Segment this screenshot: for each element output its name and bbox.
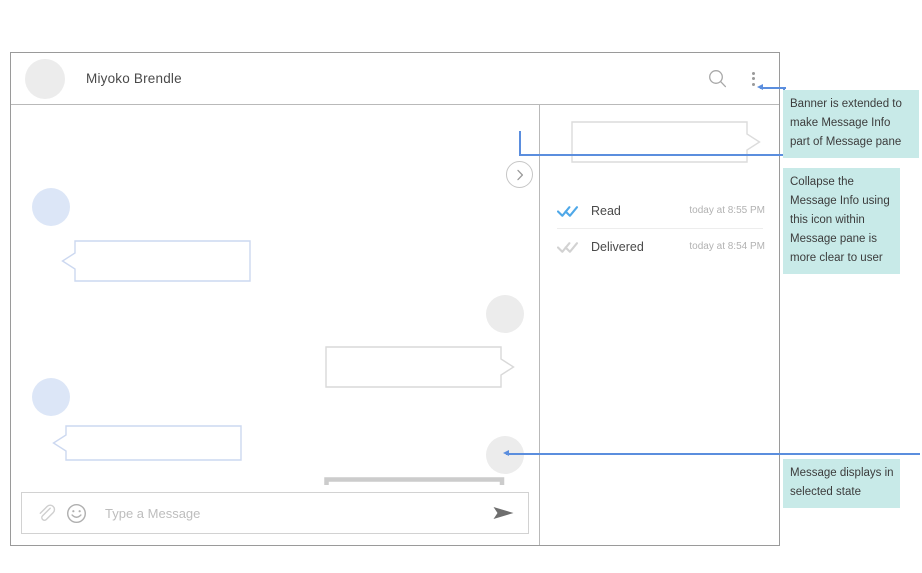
leader-line-collapse-stub: [519, 131, 521, 155]
more-dot: [751, 71, 755, 75]
window-body: Read today at 8:55 PM Delivered today at: [11, 105, 779, 545]
message-info-time: today at 8:55 PM: [689, 205, 765, 216]
message-info-time: today at 8:54 PM: [689, 241, 765, 252]
paperclip-icon[interactable]: [36, 503, 56, 523]
message-list[interactable]: [11, 105, 539, 485]
leader-line-banner: [760, 87, 786, 89]
send-icon[interactable]: [492, 502, 516, 524]
message-composer: [21, 492, 529, 534]
message-info-pane: Read today at 8:55 PM Delivered today at: [541, 105, 779, 545]
message-bubble-outgoing-selected[interactable]: [324, 477, 519, 485]
message-info-preview-bubble[interactable]: [571, 121, 761, 163]
more-dot: [751, 82, 755, 86]
more-vertical-icon[interactable]: [743, 66, 763, 92]
message-info-row-delivered[interactable]: Delivered today at 8:54 PM: [541, 229, 779, 264]
message-info-label: Delivered: [591, 239, 644, 254]
annotation-collapse: Collapse the Message Info using this ico…: [783, 168, 900, 274]
chevron-right-icon: [516, 169, 523, 180]
double-check-gray-icon: [556, 240, 579, 254]
avatar: [25, 58, 65, 99]
chat-app-window: Miyoko Brendle: [10, 52, 780, 546]
leader-arrow-banner: [757, 84, 763, 90]
leader-line-collapse: [519, 154, 784, 156]
more-dot: [751, 77, 755, 80]
message-info-row-read[interactable]: Read today at 8:55 PM: [541, 193, 779, 228]
message-bubble-incoming[interactable]: [61, 240, 251, 282]
message-bubble-outgoing[interactable]: [325, 346, 515, 388]
leader-line-selected: [506, 453, 920, 455]
collapse-message-info-button[interactable]: [506, 161, 533, 188]
avatar: [32, 188, 70, 226]
annotation-banner: Banner is extended to make Message Info …: [783, 90, 919, 158]
avatar: [32, 378, 70, 416]
search-icon[interactable]: [705, 66, 731, 92]
leader-line-banner-stub: [783, 87, 785, 91]
message-info-rows: Read today at 8:55 PM Delivered today at: [541, 193, 779, 264]
leader-arrow-selected: [503, 450, 509, 456]
message-bubble-incoming[interactable]: [52, 425, 242, 461]
divider: [557, 228, 763, 229]
contact-name: Miyoko Brendle: [86, 71, 182, 86]
emoji-smiley-icon[interactable]: [66, 503, 87, 524]
conversation-pane: [11, 105, 540, 545]
annotation-selected: Message displays in selected state: [783, 459, 900, 508]
message-input[interactable]: [103, 504, 492, 522]
double-check-blue-icon: [556, 204, 579, 218]
avatar: [486, 295, 524, 333]
header-banner: Miyoko Brendle: [11, 53, 779, 105]
message-info-label: Read: [591, 203, 621, 218]
